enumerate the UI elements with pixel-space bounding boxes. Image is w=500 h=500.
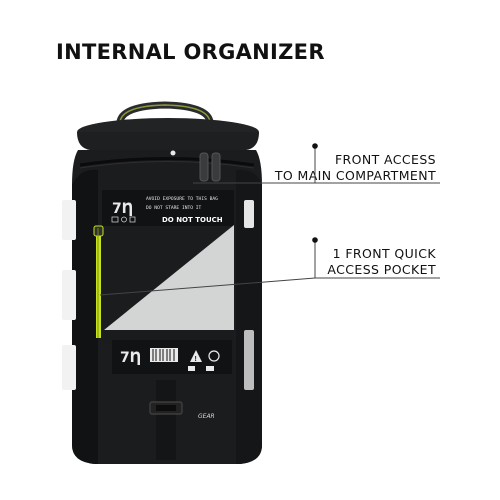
- side-graphic-2: [62, 270, 76, 320]
- warning-line2: DO NOT STARE INTO IT: [146, 205, 202, 211]
- callout-quick-pocket-line1: 1 FRONT QUICK: [332, 246, 436, 261]
- zipper-rivet: [170, 150, 176, 156]
- svg-text:!: !: [195, 356, 197, 363]
- page-title: INTERNAL ORGANIZER: [56, 40, 325, 64]
- callout-main-compartment-line1: FRONT ACCESS: [334, 152, 436, 167]
- leader-line-pocket: [99, 277, 316, 296]
- leader-dot-main: [312, 143, 318, 149]
- top-handle-stitch: [119, 104, 211, 123]
- label-icon-3: [129, 216, 136, 223]
- callout-quick-pocket-line2: ACCESS POCKET: [327, 262, 436, 277]
- warning-line1: AVOID EXPOSURE TO THIS BAG: [146, 196, 218, 202]
- brand-logo: GEAR: [198, 413, 215, 420]
- label-icon-1: [111, 216, 119, 223]
- svg-text:7Ƞ: 7Ƞ: [112, 201, 133, 217]
- label-icon-2: [121, 216, 127, 223]
- zipper-pull-left: [199, 152, 209, 182]
- barcode: [150, 348, 178, 362]
- side-graphic-1: [62, 200, 76, 240]
- recycle-icon: [208, 350, 220, 362]
- warning-triangle-icon: [190, 350, 202, 362]
- leader-dot-pocket: [312, 237, 318, 243]
- svg-text:7Ƞ: 7Ƞ: [120, 350, 141, 366]
- side-graphic-3: [62, 345, 76, 390]
- main-zipper-seam: [79, 157, 255, 167]
- do-not-touch-text: DO NOT TOUCH: [162, 216, 223, 224]
- callout-quick-pocket: 1 FRONT QUICK ACCESS POCKET: [327, 246, 436, 278]
- front-pocket-panel: [104, 225, 234, 330]
- bottom-strap: [156, 380, 176, 460]
- zipper-pull-right: [211, 152, 221, 182]
- warning-label: [102, 190, 234, 226]
